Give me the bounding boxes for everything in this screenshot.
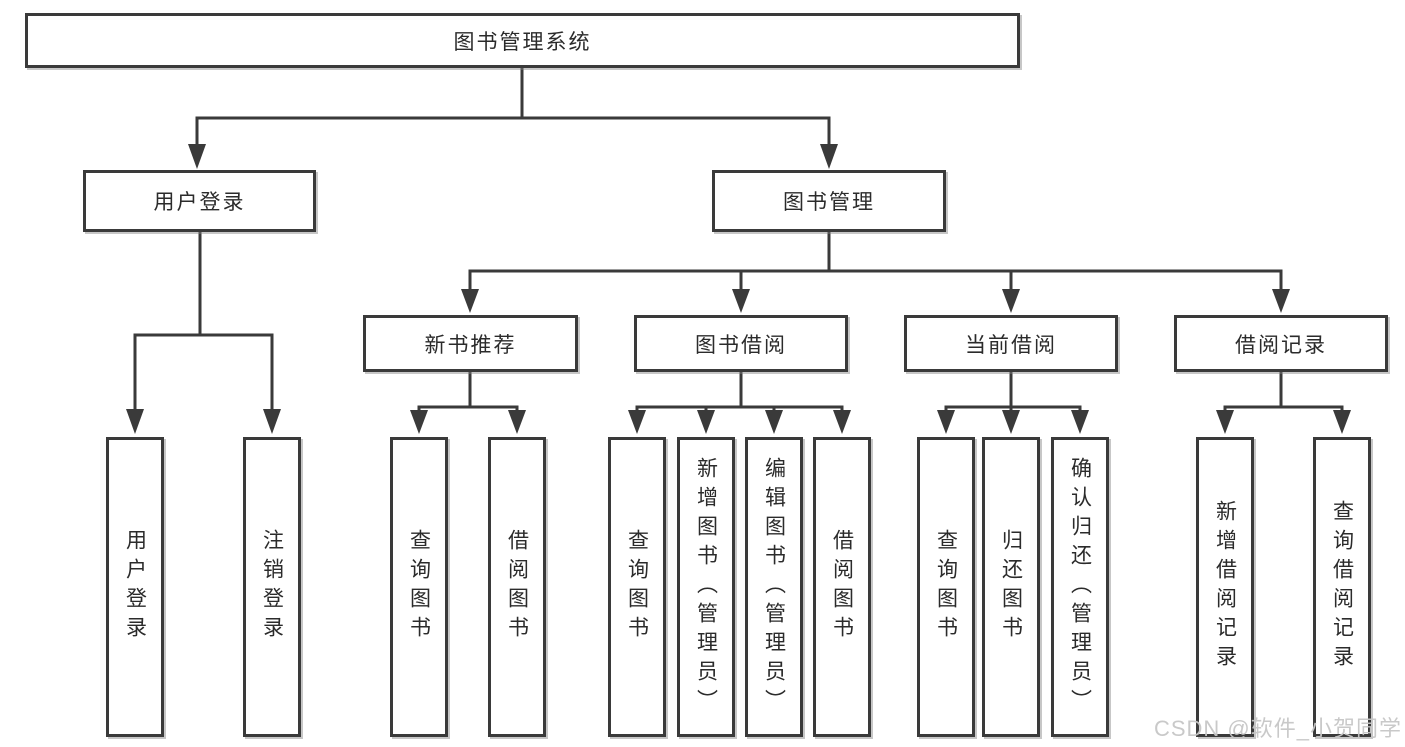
connector-borrow-records-subtree [1223,370,1344,414]
leaf-add-borrow-record: 新增借阅记录 [1196,437,1254,737]
leaf-add-book-admin: 新增图书（管理员） [677,437,735,737]
node-borrow-records: 借阅记录 [1174,315,1388,372]
connector-root-to-level2 [195,66,831,148]
connector-new-book-recommend-subtree [417,370,519,414]
node-book-management: 图书管理 [712,170,946,232]
leaf-edit-book-admin: 编辑图书（管理员） [745,437,803,737]
arrowheads [126,144,1351,434]
leaf-borrow-books-recommend: 借阅图书 [488,437,546,737]
leaf-query-books-recommend: 查询图书 [390,437,448,737]
node-book-borrow: 图书借阅 [634,315,848,372]
node-new-book-recommend: 新书推荐 [363,315,578,372]
connector-user-login-subtree [133,230,274,413]
leaf-confirm-return-admin: 确认归还（管理员） [1051,437,1109,737]
leaf-user-login: 用户登录 [106,437,164,737]
leaf-borrow-books: 借阅图书 [813,437,871,737]
connector-book-borrow-subtree [635,370,844,414]
leaf-query-books-borrow: 查询图书 [608,437,666,737]
leaf-logout: 注销登录 [243,437,301,737]
node-user-login: 用户登录 [83,170,316,232]
node-root: 图书管理系统 [25,13,1020,68]
connector-book-management-subtree [468,230,1283,293]
leaf-query-books-current: 查询图书 [917,437,975,737]
node-current-borrow: 当前借阅 [904,315,1118,372]
leaf-query-borrow-record: 查询借阅记录 [1313,437,1371,737]
leaf-return-book: 归还图书 [982,437,1040,737]
connector-current-borrow-subtree [944,370,1082,414]
